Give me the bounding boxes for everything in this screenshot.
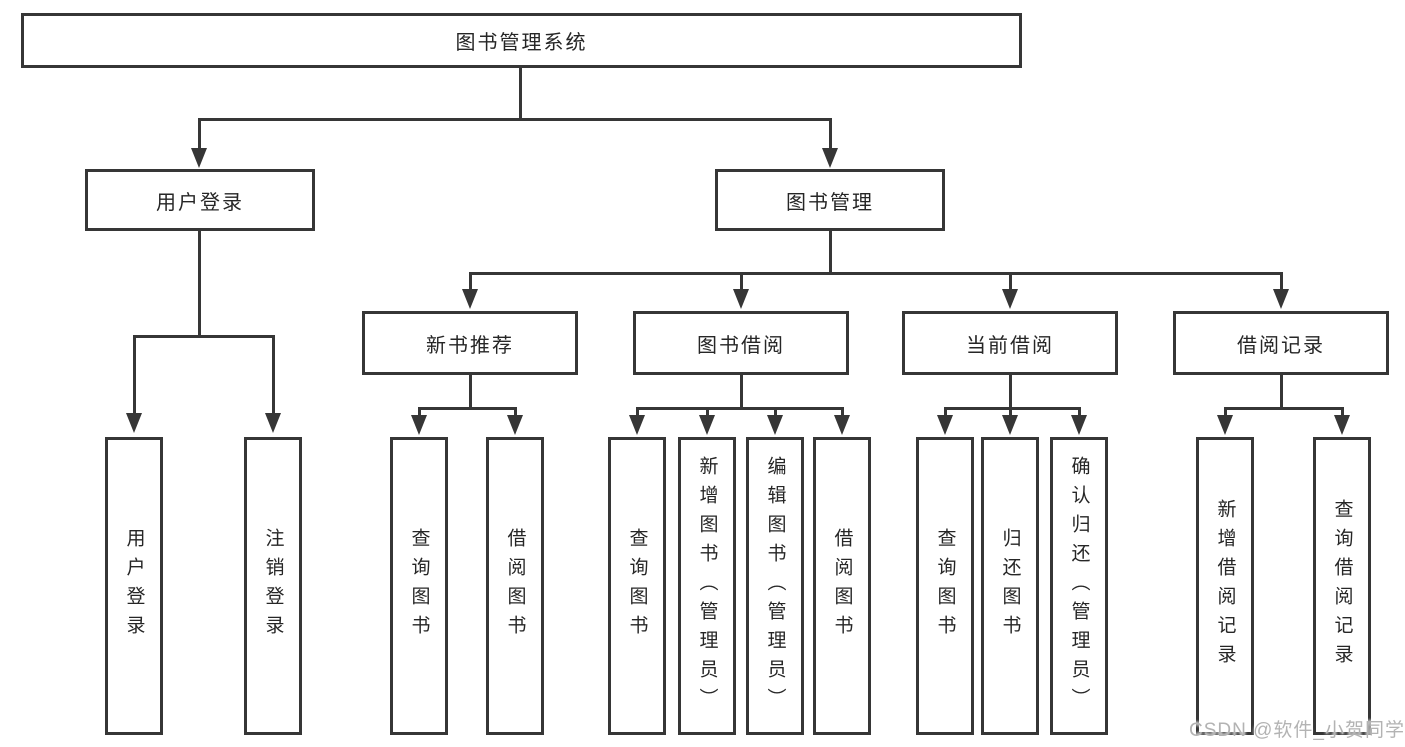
connector-line xyxy=(706,407,709,415)
leaf-add-book-admin: 新增图书（管理员） xyxy=(678,437,736,735)
connector-line xyxy=(636,407,844,410)
connector-line xyxy=(944,407,1081,410)
leaf-current-query-books: 查询图书 xyxy=(916,437,974,735)
node-label: 确认归还（管理员） xyxy=(1068,455,1090,717)
connector-line xyxy=(198,231,201,335)
node-label: 查询图书 xyxy=(934,528,956,644)
node-library-system: 图书管理系统 xyxy=(21,13,1022,68)
connector-line xyxy=(1341,407,1344,415)
connector-line xyxy=(944,407,947,415)
connector-line xyxy=(1009,407,1012,415)
connector-line xyxy=(774,407,777,415)
arrowhead-down-icon xyxy=(937,415,953,435)
leaf-confirm-return-admin: 确认归还（管理员） xyxy=(1050,437,1108,735)
connector-line xyxy=(272,335,275,413)
leaf-borrow-query-books: 查询图书 xyxy=(608,437,666,735)
connector-line xyxy=(829,231,832,272)
arrowhead-down-icon xyxy=(411,415,427,435)
node-borrow-records: 借阅记录 xyxy=(1173,311,1389,375)
node-label: 图书管理系统 xyxy=(455,32,588,54)
connector-line xyxy=(829,118,832,148)
leaf-edit-book-admin: 编辑图书（管理员） xyxy=(746,437,804,735)
leaf-add-borrow-record: 新增借阅记录 xyxy=(1196,437,1254,735)
node-label: 归还图书 xyxy=(999,528,1021,644)
connector-line xyxy=(469,272,472,289)
node-label: 新增借阅记录 xyxy=(1214,499,1236,673)
connector-line xyxy=(133,335,275,338)
connector-line xyxy=(1280,375,1283,407)
node-user-login: 用户登录 xyxy=(85,169,315,231)
connector-line xyxy=(636,407,639,415)
node-label: 查询借阅记录 xyxy=(1331,499,1353,673)
arrowhead-down-icon xyxy=(265,413,281,433)
node-book-management: 图书管理 xyxy=(715,169,945,231)
connector-line xyxy=(469,375,472,407)
connector-line xyxy=(1009,272,1012,289)
connector-line xyxy=(133,335,136,413)
node-book-borrow: 图书借阅 xyxy=(633,311,849,375)
leaf-recommend-query-books: 查询图书 xyxy=(390,437,448,735)
arrowhead-down-icon xyxy=(1273,289,1289,309)
node-label: 注销登录 xyxy=(262,528,284,644)
arrowhead-down-icon xyxy=(462,289,478,309)
node-label: 当前借阅 xyxy=(966,334,1054,357)
connector-line xyxy=(1224,407,1344,410)
connector-line xyxy=(740,375,743,407)
arrowhead-down-icon xyxy=(1217,415,1233,435)
leaf-user-login: 用户登录 xyxy=(105,437,163,735)
arrowhead-down-icon xyxy=(1071,415,1087,435)
arrowhead-down-icon xyxy=(629,415,645,435)
node-label: 用户登录 xyxy=(123,528,145,644)
arrowhead-down-icon xyxy=(822,148,838,168)
connector-line xyxy=(740,272,743,289)
arrowhead-down-icon xyxy=(699,415,715,435)
leaf-recommend-borrow-books: 借阅图书 xyxy=(486,437,544,735)
node-label: 借阅图书 xyxy=(831,528,853,644)
node-label: 查询图书 xyxy=(408,528,430,644)
node-current-borrow: 当前借阅 xyxy=(902,311,1118,375)
arrowhead-down-icon xyxy=(1002,289,1018,309)
connector-line xyxy=(1078,407,1081,415)
csdn-watermark: CSDN @软件_小贺同学 xyxy=(1189,720,1405,741)
node-label: 借阅图书 xyxy=(504,528,526,644)
node-label: 编辑图书（管理员） xyxy=(764,455,786,717)
connector-line xyxy=(418,407,421,415)
connector-line xyxy=(514,407,517,415)
connector-line xyxy=(1224,407,1227,415)
leaf-query-borrow-record: 查询借阅记录 xyxy=(1313,437,1371,735)
arrowhead-down-icon xyxy=(1334,415,1350,435)
arrowhead-down-icon xyxy=(191,148,207,168)
arrowhead-down-icon xyxy=(733,289,749,309)
connector-line xyxy=(841,407,844,415)
connector-line xyxy=(198,118,832,121)
node-label: 新书推荐 xyxy=(426,334,514,357)
arrowhead-down-icon xyxy=(834,415,850,435)
node-new-book-recommend: 新书推荐 xyxy=(362,311,578,375)
arrowhead-down-icon xyxy=(1002,415,1018,435)
connector-line xyxy=(198,118,201,148)
connector-line xyxy=(519,68,522,118)
connector-line xyxy=(1009,375,1012,407)
node-label: 新增图书（管理员） xyxy=(696,455,718,717)
connector-line xyxy=(418,407,517,410)
node-label: 查询图书 xyxy=(626,528,648,644)
node-label: 图书管理 xyxy=(786,191,874,214)
connector-line xyxy=(469,272,1283,275)
node-label: 图书借阅 xyxy=(697,334,785,357)
arrowhead-down-icon xyxy=(126,413,142,433)
leaf-logout: 注销登录 xyxy=(244,437,302,735)
arrowhead-down-icon xyxy=(767,415,783,435)
connector-line xyxy=(1280,272,1283,289)
arrowhead-down-icon xyxy=(507,415,523,435)
leaf-return-book: 归还图书 xyxy=(981,437,1039,735)
node-label: 借阅记录 xyxy=(1237,334,1325,357)
node-label: 用户登录 xyxy=(156,191,244,214)
leaf-borrow-book: 借阅图书 xyxy=(813,437,871,735)
